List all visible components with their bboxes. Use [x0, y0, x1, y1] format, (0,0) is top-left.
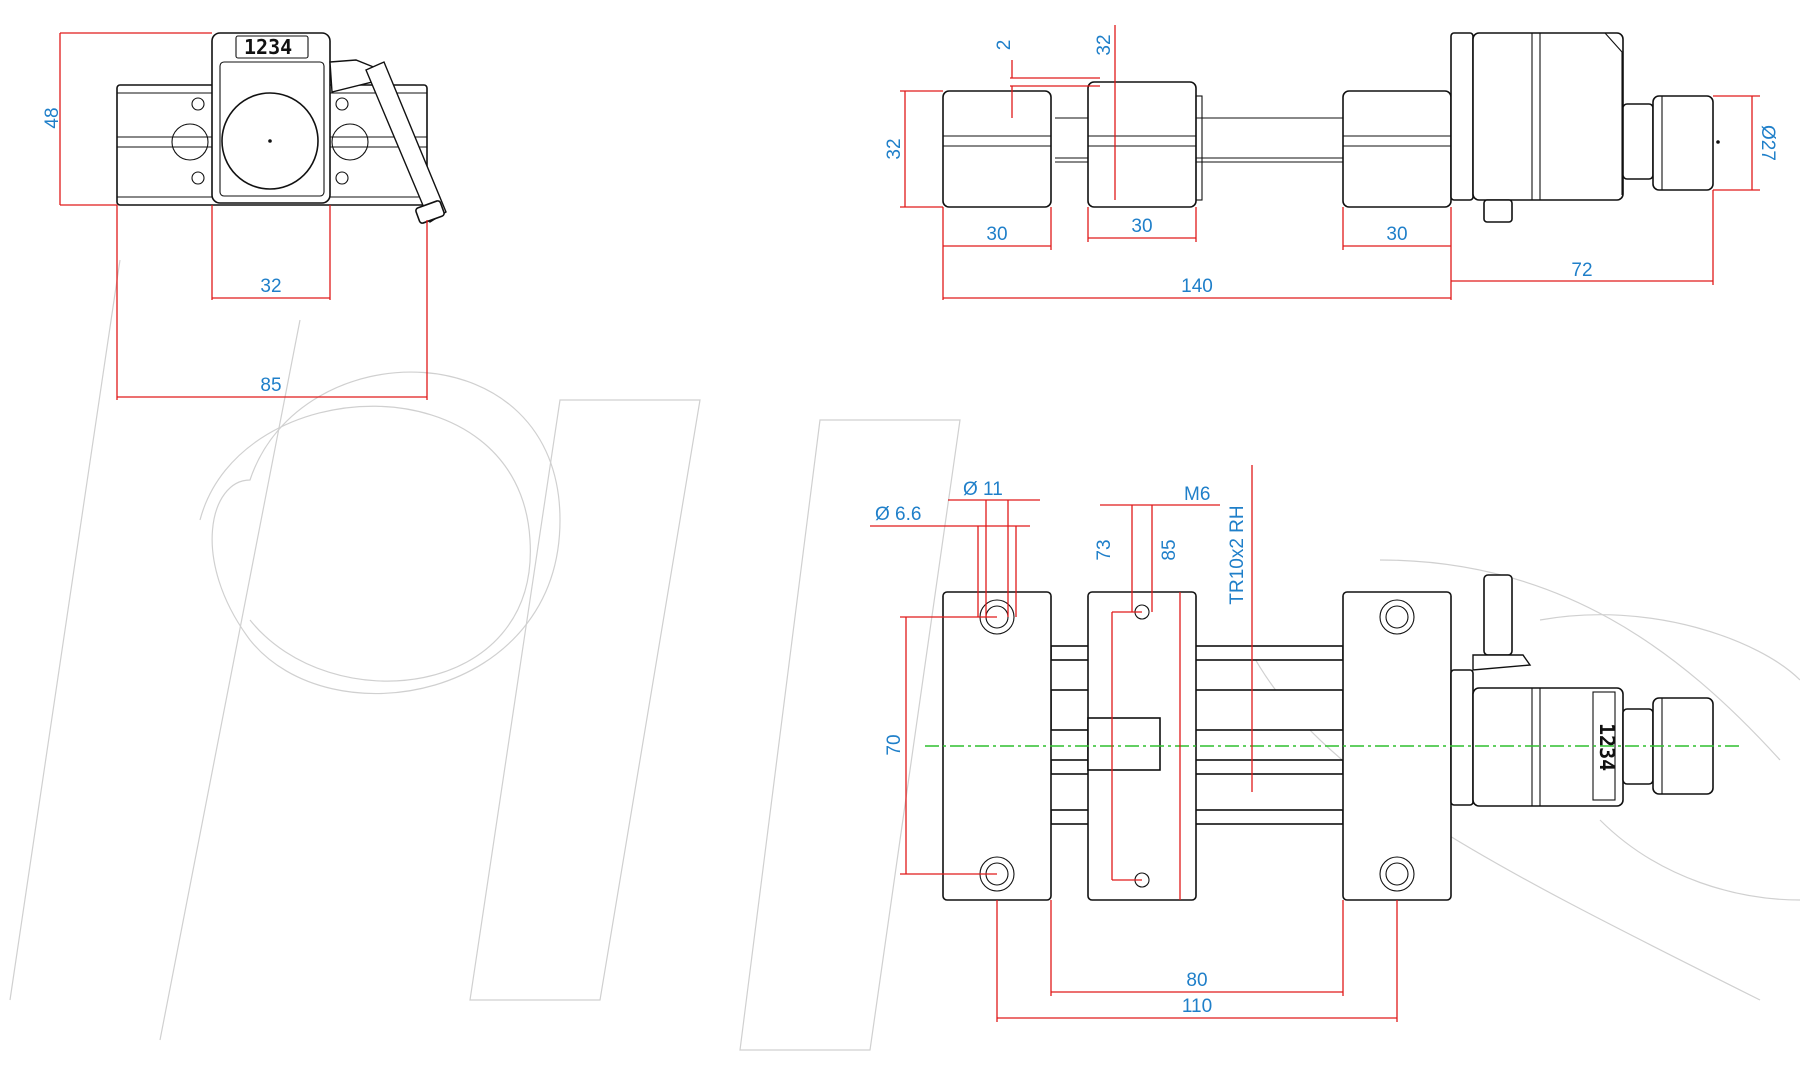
dim-72: 72	[1571, 260, 1592, 281]
dim-85-side: 85	[260, 375, 281, 396]
dim-70: 70	[884, 734, 905, 755]
dim-2: 2	[994, 40, 1015, 51]
dim-dia-27: Ø27	[1757, 125, 1778, 161]
dim-m6: M6	[1184, 484, 1210, 505]
top-dimensions: 2 32 32 30 30 30 140 72 Ø27	[884, 25, 1778, 300]
side-view: 1234	[116, 32, 447, 224]
dim-dia-11: Ø 11	[963, 479, 1003, 500]
plan-dimensions: Ø 6.6 Ø 11 M6 73 85 TR10x2 RH 70 80 110	[870, 465, 1398, 1022]
dim-48: 48	[42, 107, 63, 128]
dim-30-c: 30	[1386, 224, 1407, 245]
dim-80: 80	[1186, 970, 1207, 991]
dim-32-top: 32	[1094, 34, 1115, 55]
dim-30-a: 30	[986, 224, 1007, 245]
dim-140: 140	[1181, 276, 1213, 297]
counter-display: 1234	[244, 35, 292, 59]
plan-view: 1234	[925, 574, 1740, 901]
watermark-logo	[9, 259, 1800, 1051]
dim-30-b: 30	[1131, 216, 1152, 237]
dim-dia-6-6: Ø 6.6	[875, 504, 921, 525]
dim-32-side: 32	[260, 276, 281, 297]
dim-73: 73	[1094, 539, 1115, 560]
top-view	[942, 32, 1720, 223]
dim-32-block: 32	[884, 138, 905, 159]
dim-tr10x2: TR10x2 RH	[1227, 505, 1248, 604]
counter-display-plan: 1234	[1595, 723, 1619, 771]
dim-110: 110	[1182, 996, 1212, 1017]
dim-85-plan: 85	[1159, 539, 1180, 560]
side-dimensions: 48 32 85	[42, 32, 428, 400]
